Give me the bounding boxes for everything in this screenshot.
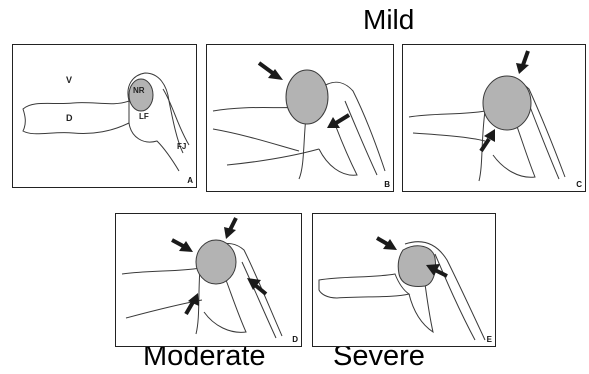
panel-letter-c: C [576, 180, 582, 189]
panel-e: E [312, 213, 496, 347]
vertebral-body-outline [213, 107, 307, 179]
nerve-root-circle [483, 76, 531, 130]
grade-label-mild: Mild [363, 4, 414, 36]
panel-b: B [206, 44, 394, 192]
panel-letter-b: B [384, 180, 390, 189]
nerve-root-circle [196, 240, 236, 284]
vertebral-body-outline [409, 111, 485, 181]
panel-letter-d: D [292, 335, 298, 344]
panel-d: D [115, 213, 302, 347]
nerve-root-circle [129, 79, 153, 111]
compression-arrow-shaft [523, 51, 528, 65]
compression-arrow-shaft [435, 270, 447, 276]
posterior-element-line [242, 262, 276, 338]
posterior-element-line [345, 101, 377, 175]
compression-arrow-shaft [230, 218, 236, 230]
panel-a: V D NR LF FJ A [12, 44, 197, 188]
posterior-element-line [163, 89, 189, 145]
foraminal-schematic-c [403, 45, 585, 191]
panel-c: C [402, 44, 586, 192]
foraminal-schematic-e [313, 214, 495, 346]
posterior-element-line [527, 99, 559, 179]
facet-joint-outline [204, 280, 246, 332]
label-nr: NR [133, 86, 145, 95]
facet-joint-outline [409, 284, 433, 332]
facet-joint-outline [493, 121, 535, 177]
lower-vertebra-line [227, 149, 319, 165]
panel-letter-e: E [487, 335, 492, 344]
compression-arrow-head [224, 227, 236, 239]
label-d: D [66, 113, 73, 123]
foraminal-schematic-d [116, 214, 301, 346]
compression-arrow-shaft [259, 63, 274, 74]
compression-arrow-shaft [336, 115, 349, 123]
compression-arrow-shaft [186, 302, 193, 314]
label-fj: FJ [177, 142, 186, 151]
vertebral-body-outline [23, 101, 129, 134]
compression-arrow-head [516, 63, 529, 74]
posterior-element-line [435, 254, 475, 340]
label-v: V [66, 75, 72, 85]
label-lf: LF [139, 112, 149, 121]
lower-endplate-line [213, 129, 299, 151]
panel-letter-a: A [187, 176, 193, 185]
foraminal-schematic-b [207, 45, 393, 191]
vertebral-body-outline [319, 274, 409, 298]
lower-endplate-line [413, 133, 485, 141]
nerve-root-circle [286, 70, 328, 124]
facet-joint-outline [129, 123, 179, 171]
foraminal-schematic-a: V D NR LF FJ [13, 45, 196, 187]
